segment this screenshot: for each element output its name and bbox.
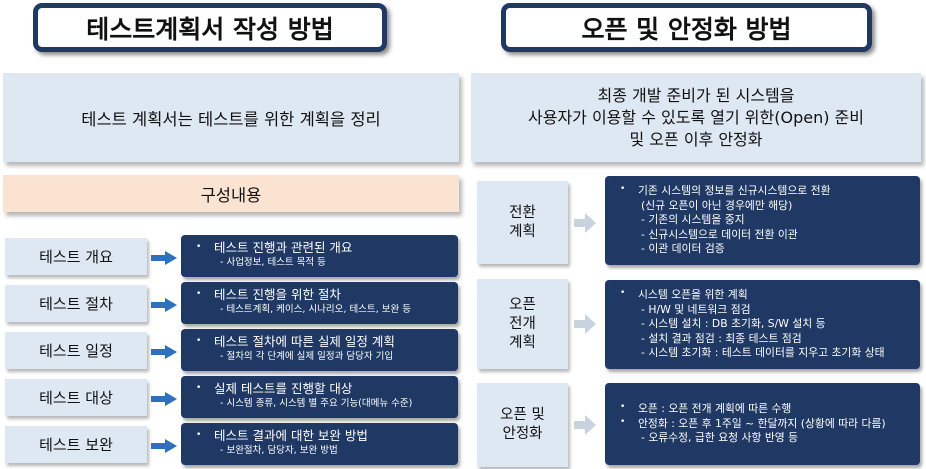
composition-header-text: 구성내용 — [200, 185, 262, 205]
phase-description-box: • 시스템 오픈을 위한 계획- H/W 및 네트워크 점검- 시스템 설치 : … — [605, 280, 920, 369]
test-item-description-box: • 실제 테스트를 진행할 대상 - 시스템 종류, 시스템 별 주요 기능(대메뉴… — [181, 376, 458, 418]
test-item-label: 테스트 개요 — [5, 238, 147, 275]
right-arrow-icon — [151, 344, 177, 359]
phase-detail-line: (신규 오픈이 아닌 경우에만 해당) — [641, 198, 793, 212]
bullet-dot-icon: • — [196, 336, 202, 346]
test-item-detail: - 시스템 종류, 시스템 별 주요 기능(대메뉴 수준) — [220, 398, 413, 409]
phase-label-line: 전환 — [509, 204, 536, 221]
gray-chevron-arrow-icon — [574, 314, 596, 334]
phase-description-box: • 기존 시스템의 정보를 신규시스템으로 전환(신규 오픈이 아닌 경우에만 해… — [605, 176, 920, 265]
composition-header: 구성내용 — [3, 175, 459, 212]
phase-detail-line: 기존 시스템의 정보를 신규시스템으로 전환 — [638, 184, 831, 197]
test-item-description: 테스트 절차에 따른 실제 일정 계획 — [214, 334, 395, 349]
right-summary-panel: 최종 개발 준비가 된 시스템을 사용자가 이용할 수 있도록 열기 위한(Op… — [471, 73, 921, 162]
right-arrow-icon — [151, 297, 177, 312]
right-summary-line-1: 최종 개발 준비가 된 시스템을 — [597, 85, 795, 105]
test-item-label: 테스트 일정 — [5, 332, 147, 369]
test-item-description-box: • 테스트 절차에 따른 실제 일정 계획 - 절차의 각 단계에 실제 일정과 담… — [181, 329, 458, 371]
bullet-dot-icon: • — [196, 289, 202, 299]
phase-detail-line: - 시스템 설치 : DB 초기화, S/W 설치 등 — [641, 317, 826, 331]
phase-detail-line: - 신규시스템으로 데이터 전환 이관 — [641, 227, 798, 241]
phase-detail-line: - 설치 결과 점검 : 최종 테스트 점검 — [641, 331, 802, 345]
test-item-description: 실제 테스트를 진행할 대상 — [214, 381, 353, 396]
bullet-dot-icon: • — [620, 184, 626, 194]
phase-label-line: 오픈 — [509, 296, 536, 313]
test-item-description-box: • 테스트 진행을 위한 절차 - 테스트계획, 케이스, 시나리오, 테스트, 보… — [181, 282, 458, 324]
right-title: 오픈 및 안정화 방법 — [501, 3, 872, 52]
test-item-label: 테스트 절차 — [5, 285, 147, 322]
phase-label-line: 안정화 — [502, 426, 543, 442]
test-item-description: 테스트 결과에 대한 보완 방법 — [214, 428, 368, 443]
bullet-dot-icon: • — [196, 383, 202, 393]
bullet-dot-icon: • — [196, 430, 202, 440]
phase-detail-line: - 이관 데이터 검증 — [641, 242, 725, 256]
phase-detail-line: - 기존의 시스템을 중지 — [641, 213, 745, 227]
right-summary-line-2: 사용자가 이용할 수 있도록 열기 위한(Open) 준비 — [528, 107, 864, 127]
phase-label-line: 계획 — [509, 334, 536, 351]
right-arrow-icon — [151, 391, 177, 406]
gray-chevron-arrow-icon — [574, 212, 596, 233]
test-item-description-box: • 테스트 진행과 관련된 개요 - 사업정보, 테스트 목적 등 — [181, 235, 458, 277]
phase-detail-line: - 시스템 초기화 : 테스트 데이터를 지우고 초기화 상태 — [641, 346, 885, 360]
test-item-label: 테스트 보완 — [5, 426, 147, 463]
phase-label-line: 계획 — [509, 223, 536, 240]
left-summary-text: 테스트 계획서는 테스트를 위한 계획을 정리 — [81, 109, 381, 129]
test-item-description: 테스트 진행을 위한 절차 — [214, 287, 341, 302]
test-item-label: 테스트 대상 — [5, 379, 147, 416]
right-arrow-icon — [151, 438, 177, 453]
gray-chevron-arrow-icon — [574, 415, 596, 435]
right-summary-line-3: 및 오픈 이후 안정화 — [629, 129, 763, 149]
phase-detail-line: 안정화 : 오픈 후 1주일 ~ 한달까지 (상황에 따라 다름) — [638, 416, 886, 430]
phase-detail-line: 시스템 오픈을 위한 계획 — [638, 288, 748, 301]
bullet-dot-icon: • — [620, 402, 626, 413]
test-item-detail: - 테스트계획, 케이스, 시나리오, 테스트, 보완 등 — [220, 304, 411, 315]
phase-detail-line: - H/W 및 네트워크 점검 — [641, 302, 751, 316]
bullet-dot-icon: • — [196, 242, 202, 252]
bullet-dot-icon: • — [620, 288, 626, 298]
bullet-dot-icon: • — [620, 416, 626, 427]
phase-label-line: 전개 — [509, 315, 536, 332]
test-item-detail: - 절차의 각 단계에 실제 일정과 담당자 기입 — [220, 351, 394, 362]
left-title: 테스트계획서 작성 방법 — [33, 3, 387, 52]
phase-detail-line: - 오류수정, 급한 요청 사항 반영 등 — [641, 431, 799, 445]
test-item-detail: - 보완절차, 담당자, 보완 방법 — [220, 445, 338, 456]
phase-label-line: 오픈 및 — [500, 407, 545, 423]
test-item-description: 테스트 진행과 관련된 개요 — [214, 240, 353, 255]
test-item-description-box: • 테스트 결과에 대한 보완 방법 - 보완절차, 담당자, 보완 방법 — [181, 423, 458, 465]
left-summary-panel: 테스트 계획서는 테스트를 위한 계획을 정리 — [3, 73, 459, 162]
phase-description-box: • 오픈 : 오픈 전개 계획에 따른 수행 • 안정화 : 오픈 후 1주일 ~ 한… — [605, 383, 920, 465]
phase-detail-line: 오픈 : 오픈 전개 계획에 따른 수행 — [638, 402, 792, 416]
test-item-detail: - 사업정보, 테스트 목적 등 — [220, 257, 326, 268]
right-arrow-icon — [151, 250, 177, 265]
